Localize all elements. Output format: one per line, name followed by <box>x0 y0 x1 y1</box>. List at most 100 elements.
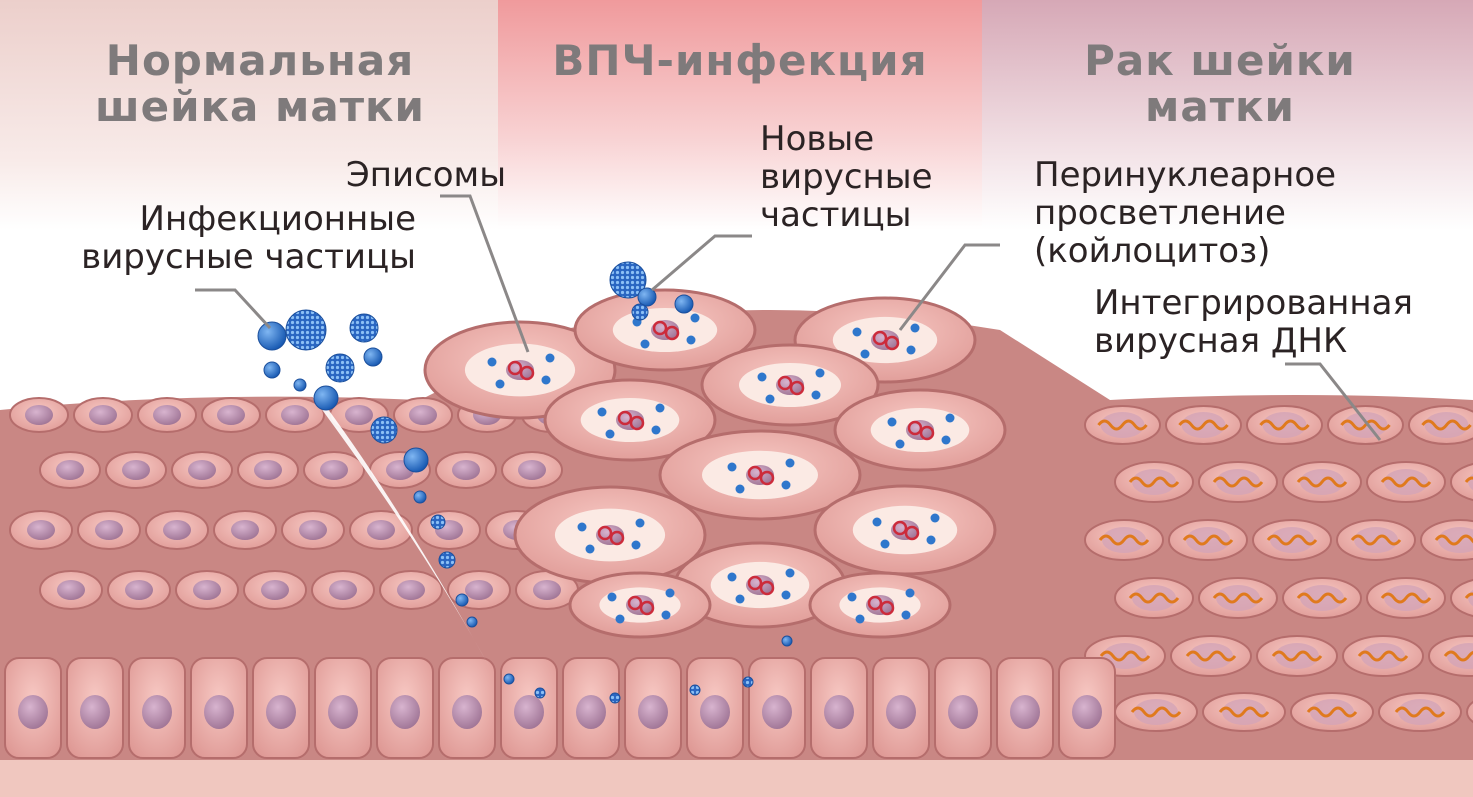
viral-particle <box>931 514 940 523</box>
normal-cell <box>146 511 208 549</box>
nucleus <box>638 695 668 729</box>
normal-cell <box>202 398 260 432</box>
cancer-cell <box>1283 578 1361 618</box>
viral-particle <box>636 519 645 528</box>
virus-particle <box>782 636 792 646</box>
basal-cell <box>377 658 433 758</box>
cancer-cell <box>1367 578 1445 618</box>
cancer-cell <box>1115 578 1193 618</box>
viral-particle <box>902 611 911 620</box>
viral-particle <box>691 314 700 323</box>
nucleus <box>231 520 259 540</box>
basal-cell <box>315 658 371 758</box>
nucleus <box>299 520 327 540</box>
viral-particle <box>853 328 862 337</box>
nucleus <box>95 520 123 540</box>
nucleus <box>328 695 358 729</box>
nucleus <box>367 520 395 540</box>
viral-particle <box>662 611 671 620</box>
virus-particle <box>743 677 753 687</box>
basal-cell <box>67 658 123 758</box>
nucleus <box>320 460 348 480</box>
viral-particle <box>632 541 641 550</box>
basal-cell <box>563 658 619 758</box>
virus-particle <box>364 348 382 366</box>
nucleus <box>345 405 373 425</box>
nucleus <box>142 695 172 729</box>
cancer-cell <box>1247 406 1322 444</box>
cancer-cell <box>1328 406 1403 444</box>
nucleus <box>163 520 191 540</box>
cancer-cell <box>1291 693 1373 731</box>
nucleus <box>409 405 437 425</box>
viral-particle <box>578 523 587 532</box>
viral-particle <box>927 536 936 545</box>
virus-particle <box>350 314 378 342</box>
viral-particle <box>907 346 916 355</box>
label-infectious-particles: Инфекционные вирусные частицы <box>78 200 416 276</box>
normal-cell <box>10 398 68 432</box>
virus-particle <box>258 322 286 350</box>
cancer-cell <box>1199 462 1277 502</box>
viral-particle <box>687 336 696 345</box>
viral-particle <box>606 430 615 439</box>
viral-particle <box>942 436 951 445</box>
label-koilocytosis: Перинуклеарное просветление (койлоцитоз) <box>1034 156 1336 270</box>
normal-cell <box>172 452 232 488</box>
viral-particle <box>598 408 607 417</box>
viral-particle <box>652 426 661 435</box>
normal-cell <box>312 571 374 609</box>
basement-membrane <box>0 760 1473 797</box>
normal-cell <box>40 452 100 488</box>
label-integrated-dna: Интегрированная вирусная ДНК <box>1094 284 1413 360</box>
viral-particle <box>608 593 617 602</box>
nucleus <box>465 580 493 600</box>
nucleus <box>89 405 117 425</box>
cancer-cell <box>1283 462 1361 502</box>
leader-infectious <box>195 290 270 328</box>
normal-cell <box>176 571 238 609</box>
viral-particle <box>736 595 745 604</box>
normal-cell <box>108 571 170 609</box>
koilocyte-cell <box>570 573 710 637</box>
koilocyte-cell <box>810 573 950 637</box>
normal-cell <box>214 511 276 549</box>
normal-cell <box>106 452 166 488</box>
normal-cell <box>138 398 196 432</box>
virus-particle <box>535 688 545 698</box>
basal-cell <box>873 658 929 758</box>
viral-particle <box>816 369 825 378</box>
nucleus <box>824 695 854 729</box>
normal-cell <box>40 571 102 609</box>
viral-particle <box>861 350 870 359</box>
normal-cell <box>74 398 132 432</box>
normal-cell <box>380 571 442 609</box>
viral-particle <box>586 545 595 554</box>
cancer-cell <box>1169 520 1247 560</box>
cancer-cell <box>1115 462 1193 502</box>
virus-particle <box>371 417 397 443</box>
viral-particle <box>736 485 745 494</box>
virus-particle <box>610 693 620 703</box>
viral-particle <box>766 395 775 404</box>
virus-particle <box>286 310 326 350</box>
basal-cell <box>997 658 1053 758</box>
virus-particle <box>314 386 338 410</box>
viral-particle <box>786 569 795 578</box>
normal-cell <box>282 511 344 549</box>
koilocyte-cell <box>815 486 995 574</box>
nucleus <box>329 580 357 600</box>
cancer-cell <box>1166 406 1241 444</box>
nucleus <box>217 405 245 425</box>
cancer-cell <box>1337 520 1415 560</box>
nucleus <box>452 460 480 480</box>
normal-cell <box>78 511 140 549</box>
basal-cell <box>1059 658 1115 758</box>
viral-particle <box>906 589 915 598</box>
nucleus <box>1072 695 1102 729</box>
viral-particle <box>488 358 497 367</box>
virus-particle <box>632 304 648 320</box>
nucleus <box>80 695 110 729</box>
virus-particle <box>404 448 428 472</box>
cancer-cell <box>1199 578 1277 618</box>
